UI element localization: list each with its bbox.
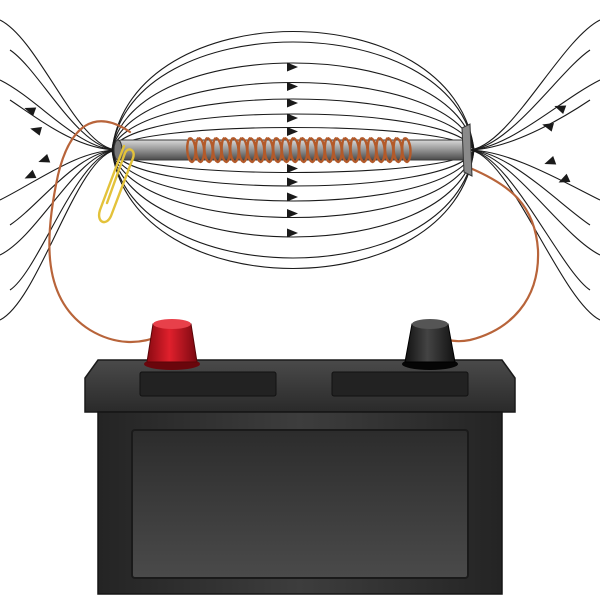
field-line bbox=[9, 49, 119, 151]
field-line bbox=[111, 149, 475, 187]
coil-winding bbox=[194, 136, 206, 164]
coil-winding bbox=[332, 136, 343, 164]
field-line bbox=[9, 149, 119, 291]
field-line bbox=[467, 149, 600, 256]
field-line bbox=[467, 49, 591, 151]
coil-winding bbox=[246, 136, 257, 164]
coil-winding bbox=[349, 136, 361, 164]
field-line bbox=[111, 41, 475, 151]
coil-winding bbox=[186, 136, 197, 164]
coil-winding bbox=[306, 136, 318, 164]
black-negative-terminal bbox=[402, 319, 458, 370]
field-arrow bbox=[287, 127, 298, 136]
coil-winding bbox=[280, 136, 292, 164]
field-line bbox=[467, 99, 591, 151]
field-line bbox=[467, 19, 600, 151]
field-arrow bbox=[558, 173, 571, 183]
field-arrow bbox=[554, 105, 567, 114]
coil-winding bbox=[220, 136, 232, 164]
field-line bbox=[111, 149, 475, 270]
coil-winding bbox=[375, 136, 386, 164]
coil-winding bbox=[383, 136, 395, 164]
rod-end-cap bbox=[461, 123, 473, 177]
coil-winding bbox=[229, 136, 240, 164]
paper-clip bbox=[97, 144, 135, 224]
field-arrow bbox=[287, 177, 298, 187]
positive-wire bbox=[48, 120, 164, 344]
field-arrow bbox=[542, 122, 554, 132]
field-arrow bbox=[30, 126, 42, 136]
field-line bbox=[111, 62, 475, 151]
negative-wire bbox=[436, 166, 540, 343]
field-arrow bbox=[287, 164, 298, 173]
coil-winding bbox=[315, 136, 326, 164]
coil-winding bbox=[340, 136, 352, 164]
red-positive-terminal bbox=[144, 319, 200, 370]
coil-winding bbox=[297, 136, 309, 164]
connecting-wires bbox=[48, 120, 540, 344]
car-battery bbox=[84, 359, 516, 595]
coil-winding bbox=[203, 136, 214, 164]
field-line bbox=[111, 98, 475, 151]
field-line bbox=[0, 79, 119, 151]
coil-winding bbox=[272, 136, 283, 164]
coil-winding bbox=[401, 136, 412, 164]
field-arrow bbox=[544, 156, 557, 165]
coil-winding bbox=[289, 136, 300, 164]
field-line bbox=[9, 149, 119, 226]
field-arrow bbox=[287, 113, 298, 123]
coil-winding bbox=[211, 136, 223, 164]
field-arrow bbox=[24, 169, 37, 179]
field-line bbox=[467, 149, 591, 291]
field-line bbox=[111, 149, 475, 259]
field-line bbox=[467, 149, 600, 201]
field-line bbox=[9, 99, 119, 151]
field-line bbox=[111, 30, 475, 151]
field-line bbox=[467, 79, 600, 151]
field-line bbox=[111, 149, 475, 238]
field-line bbox=[111, 113, 475, 151]
field-line bbox=[111, 82, 475, 151]
field-line bbox=[111, 149, 475, 218]
field-line bbox=[111, 149, 475, 202]
field-arrow bbox=[287, 98, 298, 108]
field-direction-arrows bbox=[24, 62, 571, 238]
field-arrow bbox=[287, 228, 298, 238]
field-line bbox=[0, 149, 119, 321]
magnetic-field-lines bbox=[0, 19, 600, 321]
field-arrow bbox=[38, 154, 51, 163]
field-arrow bbox=[287, 62, 298, 72]
lid-recess-right bbox=[331, 371, 469, 397]
lid-recess-left bbox=[139, 371, 277, 397]
coil-winding bbox=[392, 136, 404, 164]
field-line bbox=[0, 149, 119, 256]
battery-front-panel bbox=[131, 429, 469, 579]
coil-winding bbox=[366, 136, 378, 164]
field-arrow bbox=[24, 107, 37, 116]
copper-wire-coil bbox=[186, 136, 412, 164]
field-arrow bbox=[287, 209, 298, 218]
field-line bbox=[0, 19, 119, 151]
coil-winding bbox=[237, 136, 249, 164]
field-arrow bbox=[287, 192, 298, 202]
coil-winding bbox=[358, 136, 369, 164]
field-line bbox=[467, 149, 591, 226]
coil-winding bbox=[323, 136, 335, 164]
field-arrow bbox=[287, 82, 298, 91]
coil-winding bbox=[263, 136, 275, 164]
coil-winding bbox=[254, 136, 266, 164]
